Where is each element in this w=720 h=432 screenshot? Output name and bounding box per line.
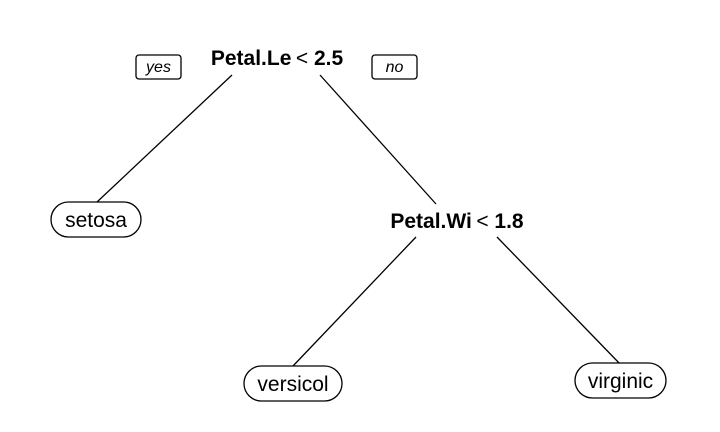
leaf-virginic-label: virginic <box>588 370 653 393</box>
svg-text:Petal.Wi < 1.8: Petal.Wi < 1.8 <box>390 210 524 233</box>
no-tag-label: no <box>386 59 404 76</box>
split2-operator: < <box>476 210 494 233</box>
svg-text:Petal.Le < 2.5: Petal.Le < 2.5 <box>211 47 344 70</box>
edge-split2-to-virginic <box>496 236 622 366</box>
leaf-setosa-label: setosa <box>65 209 127 232</box>
root-split-threshold: 2.5 <box>314 47 344 70</box>
leaf-virginic: virginic <box>574 362 667 399</box>
edge-root-to-split2 <box>319 74 437 205</box>
no-branch-tag: no <box>371 54 418 80</box>
edge-split2-to-versicol <box>292 236 417 367</box>
root-split-operator: < <box>296 47 314 70</box>
root-split-variable: Petal.Le <box>211 47 292 70</box>
split2-threshold: 1.8 <box>494 210 524 233</box>
edge-root-to-setosa <box>96 74 233 203</box>
leaf-setosa: setosa <box>50 201 142 238</box>
petal-width-split-node: Petal.Wi < 1.8 <box>390 210 524 233</box>
split2-variable: Petal.Wi <box>390 210 472 233</box>
yes-branch-tag: yes <box>135 54 182 80</box>
leaf-versicol-label: versicol <box>257 373 328 396</box>
leaf-versicol: versicol <box>243 365 343 402</box>
root-split-node: Petal.Le < 2.5 <box>211 47 344 70</box>
yes-tag-label: yes <box>145 59 171 76</box>
